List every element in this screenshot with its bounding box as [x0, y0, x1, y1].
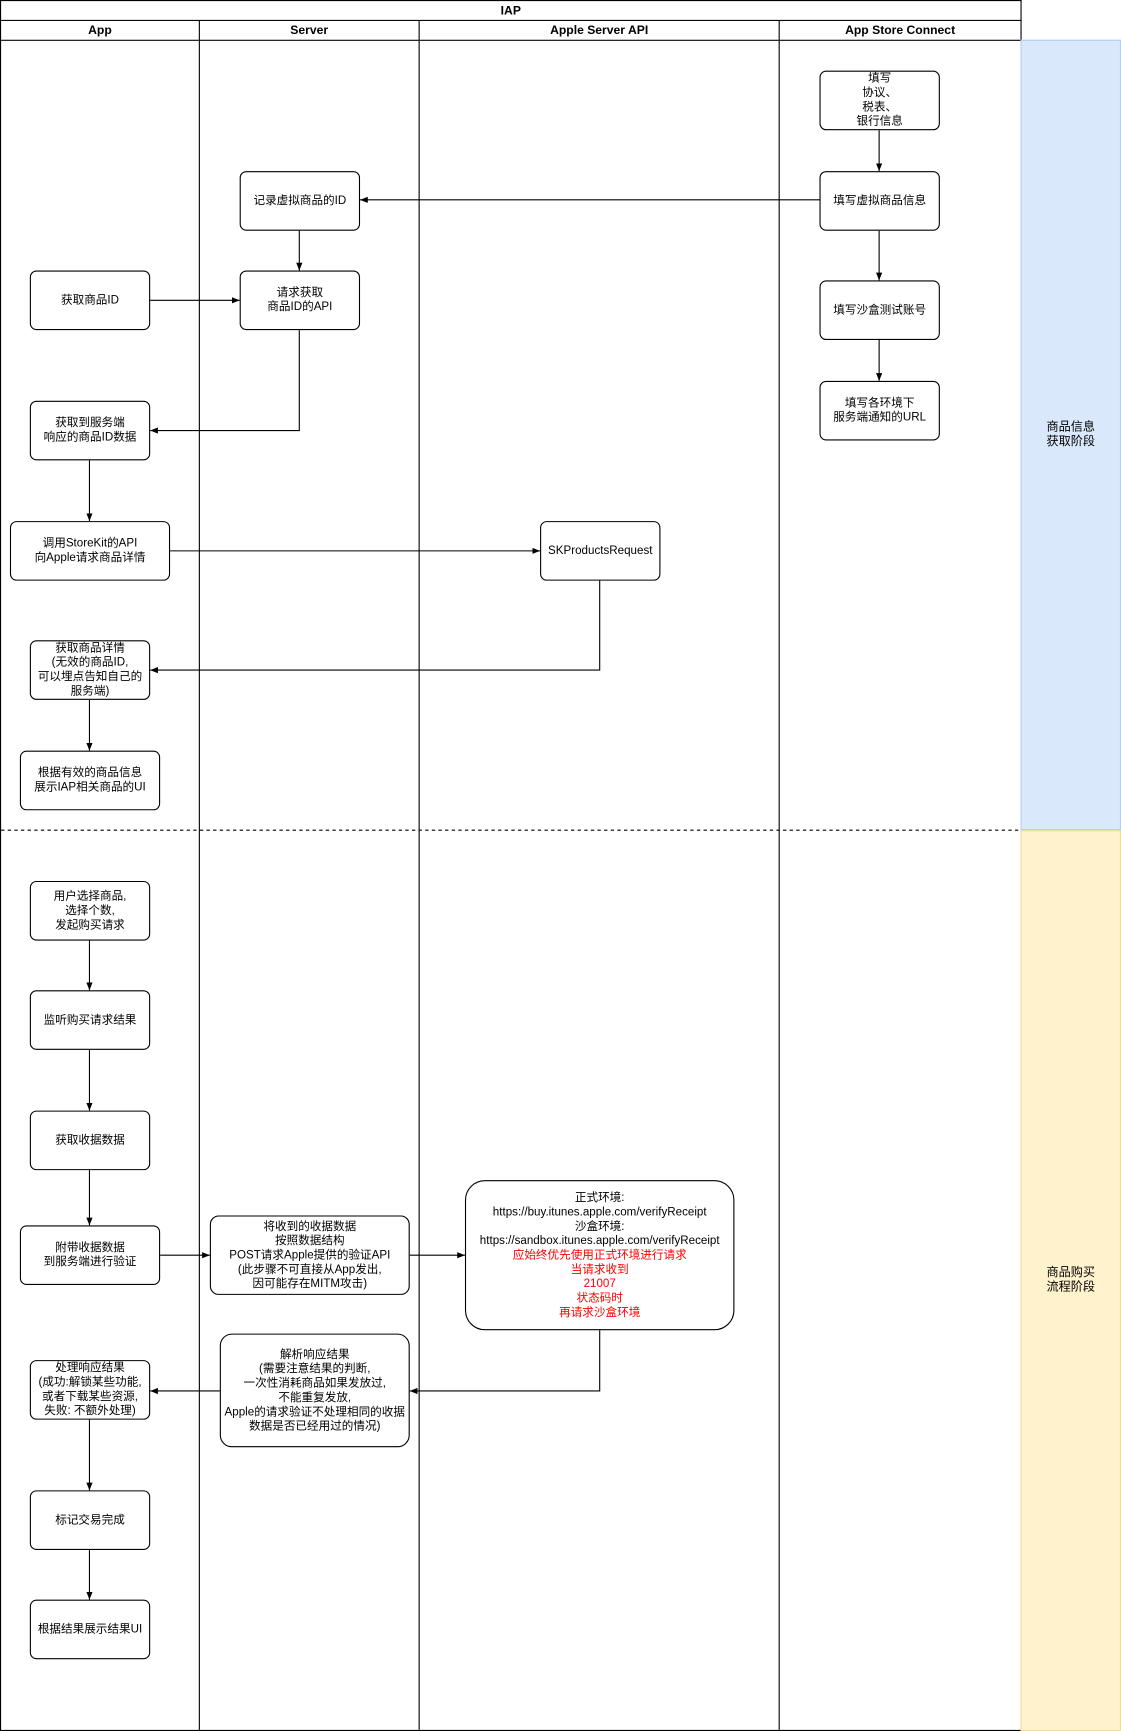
step-sk-products-request: SKProductsRequest — [540, 521, 661, 581]
lane-header-apple-server-api: Apple Server API — [419, 21, 779, 41]
phase-product-info: 商品信息 获取阶段 — [1020, 39, 1121, 831]
step-label: 处理响应结果 (成功:解锁某些功能, 或者下载某些资源, 失败: 不额外处理) — [38, 1361, 142, 1418]
step-finish-transaction: 标记交易完成 — [29, 1490, 151, 1550]
step-label: 填写虚拟商品信息 — [833, 193, 927, 207]
lane-apple-server-api: Apple Server API — [419, 20, 780, 1730]
lane-header-app: App — [1, 21, 199, 41]
step-handle-response: 处理响应结果 (成功:解锁某些功能, 或者下载某些资源, 失败: 不额外处理) — [29, 1360, 151, 1420]
step-fill-notification-urls: 填写各环境下 服务端通知的URL — [819, 380, 940, 441]
step-fill-sandbox-account: 填写沙盒测试账号 — [819, 280, 940, 341]
phase-purchase-flow: 商品购买 流程阶段 — [1020, 830, 1121, 1731]
lane-header-app-store-connect: App Store Connect — [779, 21, 1021, 41]
step-send-receipt: 附带收据数据 到服务端进行验证 — [19, 1225, 161, 1285]
step-fill-product-info: 填写虚拟商品信息 — [819, 171, 940, 231]
step-label: 获取收据数据 — [55, 1133, 125, 1147]
step-label: 记录虚拟商品的ID — [253, 193, 347, 207]
step-label: 将收到的收据数据 按照数据结构 POST请求Apple提供的验证API (此步骤… — [229, 1219, 391, 1290]
step-show-products-ui: 根据有效的商品信息 展示IAP相关商品的UI — [19, 750, 161, 811]
step-label: 请求获取 商品ID的API — [267, 285, 333, 314]
step-label: 获取商品ID — [61, 293, 120, 307]
step-get-product-ids: 获取商品ID — [29, 270, 151, 331]
step-show-result-ui: 根据结果展示结果UI — [29, 1599, 151, 1660]
step-label: 根据有效的商品信息 展示IAP相关商品的UI — [34, 766, 146, 794]
step-label: 附带收据数据 到服务端进行验证 — [43, 1240, 137, 1269]
step-label: 调用StoreKit的API 向Apple请求商品详情 — [34, 536, 146, 565]
step-product-details: 获取商品详情 (无效的商品ID, 可以埋点告知自己的 服务端) — [29, 640, 151, 700]
phase-label: 商品信息 获取阶段 — [1046, 420, 1096, 449]
step-label: 获取商品详情 (无效的商品ID, 可以埋点告知自己的 服务端) — [37, 641, 143, 698]
lane-header-server: Server — [199, 21, 419, 41]
lane-server: Server — [199, 20, 420, 1730]
step-label: 填写 协议、 税表、 银行信息 — [856, 71, 903, 129]
step-call-storekit: 调用StoreKit的API 向Apple请求商品详情 — [9, 521, 171, 581]
phase-label: 商品购买 流程阶段 — [1046, 1266, 1096, 1294]
step-label: SKProductsRequest — [548, 543, 653, 557]
verify-endpoint-urls: 正式环境: https://buy.itunes.apple.com/verif… — [479, 1190, 720, 1247]
step-receive-product-ids: 获取到服务端 响应的商品ID数据 — [29, 400, 151, 461]
verify-sandbox-note: 应始终优先使用正式环境进行请求 当请求收到 21007 状态码时 再请求沙盒环境 — [512, 1248, 687, 1319]
lane-app-store-connect: App Store Connect — [779, 21, 1021, 1730]
step-post-verify: 将收到的收据数据 按照数据结构 POST请求Apple提供的验证API (此步骤… — [209, 1215, 410, 1295]
lane-app: App — [1, 20, 200, 1730]
step-label: 监听购买请求结果 — [43, 1012, 137, 1027]
step-product-id-api: 请求获取 商品ID的API — [239, 270, 361, 331]
step-label: 填写各环境下 服务端通知的URL — [833, 396, 927, 424]
step-label: 根据结果展示结果UI — [37, 1622, 143, 1636]
step-listen-purchase-result: 监听购买请求结果 — [29, 990, 151, 1050]
step-user-select-product: 用户选择商品, 选择个数, 发起购买请求 — [29, 880, 151, 941]
step-label: 解析响应结果 (需要注意结果的判断, 一次性消耗商品如果发放过, 不能重复发放,… — [224, 1347, 405, 1433]
step-label: 填写沙盒测试账号 — [833, 303, 927, 317]
step-label: 用户选择商品, 选择个数, 发起购买请求 — [53, 889, 127, 932]
step-fill-agreements: 填写 协议、 税表、 银行信息 — [819, 70, 940, 131]
step-record-product-ids: 记录虚拟商品的ID — [239, 171, 361, 231]
pool-title: IAP — [1, 1, 1021, 21]
step-verify-endpoints: 正式环境: https://buy.itunes.apple.com/verif… — [464, 1180, 735, 1331]
step-get-receipt: 获取收据数据 — [29, 1110, 151, 1171]
step-parse-response: 解析响应结果 (需要注意结果的判断, 一次性消耗商品如果发放过, 不能重复发放,… — [219, 1333, 410, 1448]
step-label: 标记交易完成 — [55, 1512, 125, 1527]
step-label: 获取到服务端 响应的商品ID数据 — [43, 416, 137, 444]
iap-pool: IAP App Server Apple Server API App Stor… — [0, 0, 1022, 1731]
